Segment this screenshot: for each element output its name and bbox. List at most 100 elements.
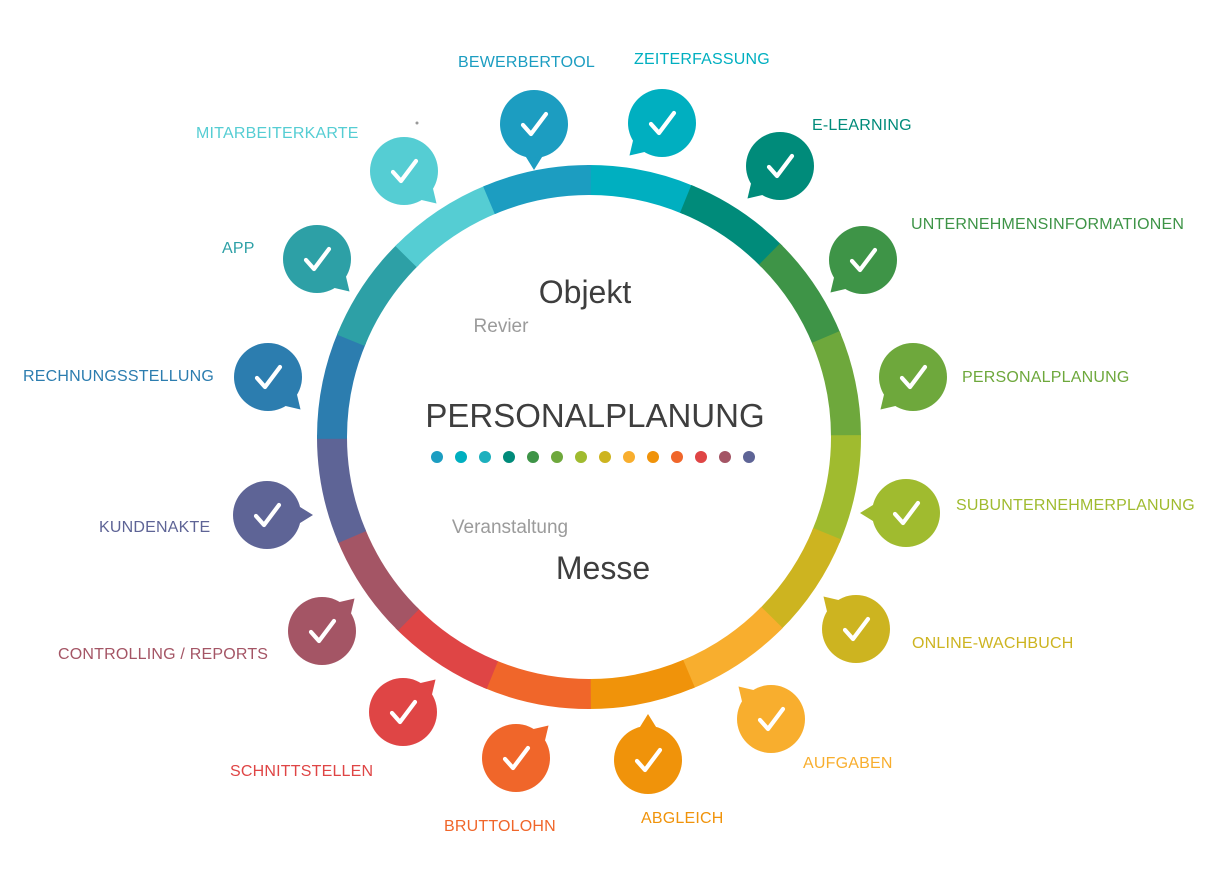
ring-segment-1: [587, 165, 695, 215]
checkmark-icon: [502, 745, 531, 771]
ring-segment-8: [587, 659, 695, 709]
ring-segment-12: [317, 435, 367, 543]
module-bubble-zeiterfassung: [628, 89, 696, 157]
color-dot-2: [455, 451, 467, 463]
ring-segment-6: [758, 527, 842, 631]
checkmark-icon: [389, 699, 418, 725]
color-dot-6: [551, 451, 563, 463]
color-dot-3: [479, 451, 491, 463]
module-label-bruttolohn: BRUTTOLOHN: [444, 818, 556, 835]
color-dot-row: [431, 451, 755, 463]
module-bubble-rechnungsstellung: [234, 343, 302, 411]
module-label-controlling-reports: CONTROLLING / REPORTS: [58, 646, 268, 663]
checkmark-icon: [757, 706, 786, 732]
module-label-zeiterfassung: ZEITERFASSUNG: [634, 51, 770, 68]
bubble-circle: [369, 678, 437, 746]
color-dot-7: [575, 451, 587, 463]
checkmark-icon: [253, 502, 282, 528]
module-bubble-mitarbeiterkarte: [370, 137, 438, 205]
ring-segment-3: [758, 243, 842, 347]
word-veranstaltung: Veranstaltung: [452, 517, 568, 538]
word-messe: Messe: [556, 550, 650, 586]
bubble-circle: [822, 595, 890, 663]
module-label-personalplanung: PERSONALPLANUNG: [962, 369, 1130, 386]
color-dot-4: [503, 451, 515, 463]
color-dot-10: [647, 451, 659, 463]
module-bubble-subunternehmerplanung: [860, 479, 940, 547]
module-label-e-learning: E-LEARNING: [812, 117, 912, 134]
color-dot-5: [527, 451, 539, 463]
module-label-rechnungsstellung: RECHNUNGSSTELLUNG: [23, 368, 214, 385]
bubble-circle: [370, 137, 438, 205]
checkmark-icon: [892, 500, 921, 526]
module-bubble-bruttolohn: [482, 724, 550, 792]
checkmark-icon: [766, 153, 795, 179]
checkmark-icon: [849, 247, 878, 273]
module-label-app: APP: [222, 240, 255, 257]
bubble-circle: [737, 685, 805, 753]
decorative-dot: [415, 121, 419, 125]
ring-segment-13: [317, 331, 367, 439]
module-labels: ZEITERFASSUNG E-LEARNING UNTERNEHMENSINFOR…: [23, 51, 1195, 835]
bubble-circle: [872, 479, 940, 547]
checkmark-icon: [842, 616, 871, 642]
checkmark-icon: [648, 110, 677, 136]
module-label-mitarbeiterkarte: MITARBEITERKARTE: [196, 125, 359, 142]
ring-segment-14: [336, 243, 420, 347]
checkmark-icon: [303, 246, 332, 272]
bubble-circle: [879, 343, 947, 411]
color-dot-11: [671, 451, 683, 463]
checkmark-icon: [634, 747, 663, 773]
module-label-unternehmensinformationen: UNTERNEHMENSINFORMATIONEN: [911, 216, 1184, 233]
ring-segment-15: [395, 184, 499, 268]
checkmark-icon: [520, 111, 549, 137]
module-label-aufgaben: AUFGABEN: [803, 755, 893, 772]
module-label-kundenakte: KUNDENAKTE: [99, 519, 210, 536]
color-dot-1: [431, 451, 443, 463]
ring-segment-9: [483, 659, 591, 709]
word-objekt: Objekt: [539, 274, 632, 310]
ring-segment-5: [811, 435, 861, 543]
center-title: PERSONALPLANUNG: [425, 397, 764, 434]
bubble-circle: [829, 226, 897, 294]
module-bubble-schnittstellen: [369, 678, 437, 746]
bubble-circle: [482, 724, 550, 792]
module-bubble-personalplanung: [879, 343, 947, 411]
center-content: Objekt Revier PERSONALPLANUNG Veranstalt…: [425, 274, 764, 586]
color-dot-9: [623, 451, 635, 463]
module-label-schnittstellen: SCHNITTSTELLEN: [230, 763, 373, 780]
ring-segment-2: [679, 184, 783, 268]
bubble-circle: [234, 343, 302, 411]
color-ring: [317, 165, 861, 709]
module-bubble-kundenakte: [233, 481, 313, 549]
checkmark-icon: [254, 364, 283, 390]
module-bubble-unternehmensinformationen: [829, 226, 897, 294]
ring-segment-7: [679, 606, 783, 690]
module-bubble-e-learning: [746, 132, 814, 200]
bubble-circle: [628, 89, 696, 157]
module-bubble-aufgaben: [737, 685, 805, 753]
ring-segment-11: [336, 527, 420, 631]
module-bubble-bewerbertool: [500, 90, 568, 170]
module-label-online-wachbuch: ONLINE-WACHBUCH: [912, 635, 1074, 652]
checkmark-icon: [899, 364, 928, 390]
module-bubble-app: [283, 225, 351, 293]
word-revier: Revier: [474, 316, 530, 337]
ring-segment-4: [811, 331, 861, 439]
module-bubble-online-wachbuch: [822, 595, 890, 663]
color-dot-13: [719, 451, 731, 463]
module-bubble-controlling-reports: [288, 597, 356, 665]
color-dot-12: [695, 451, 707, 463]
module-label-bewerbertool: BEWERBERTOOL: [458, 54, 595, 71]
checkmark-icon: [390, 158, 419, 184]
module-label-subunternehmerplanung: SUBUNTERNEHMERPLANUNG: [956, 497, 1195, 514]
module-bubbles: [233, 89, 947, 794]
ring-segment-16: [483, 165, 591, 215]
bubble-circle: [283, 225, 351, 293]
checkmark-icon: [308, 618, 337, 644]
color-dot-8: [599, 451, 611, 463]
bubble-circle: [746, 132, 814, 200]
ring-segment-10: [395, 606, 499, 690]
module-bubble-abgleich: [614, 714, 682, 794]
